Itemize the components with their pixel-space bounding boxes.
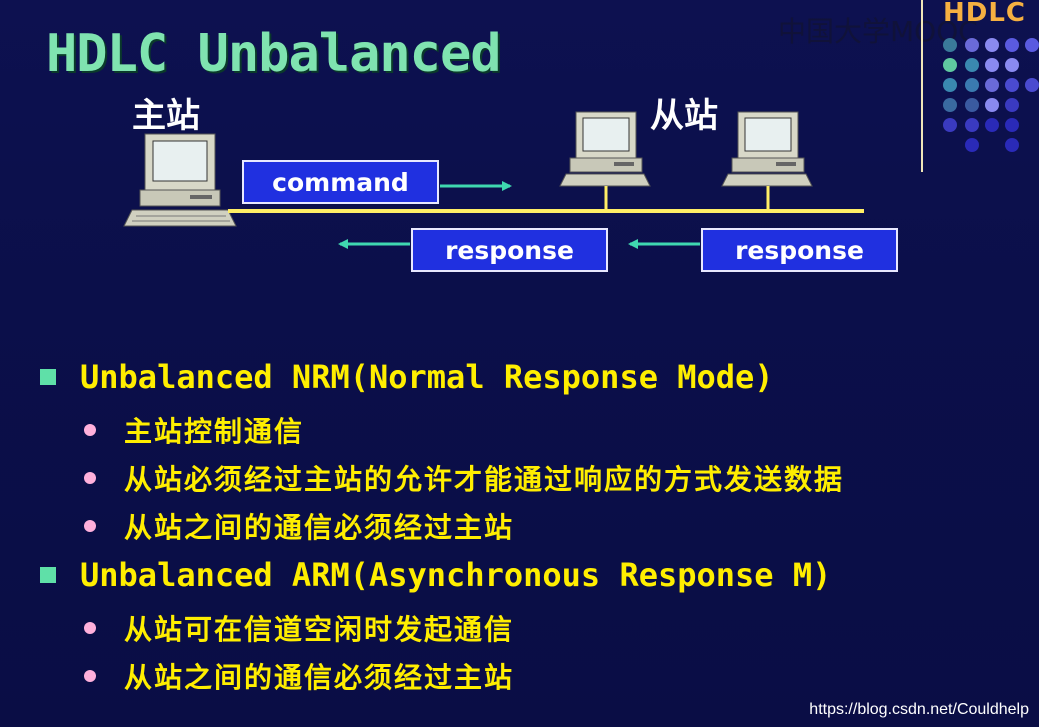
sub-bullet-text: 主站控制通信 — [124, 415, 305, 448]
sub-bullet-text: 从站可在信道空闲时发起通信 — [124, 613, 515, 646]
sub-bullet-text: 从站必须经过主站的允许才能通过响应的方式发送数据 — [124, 463, 845, 496]
primary-computer-icon — [123, 133, 237, 227]
sub-bullet: 从站必须经过主站的允许才能通过响应的方式发送数据 — [84, 458, 844, 498]
response-box-1: response — [411, 228, 608, 272]
sub-bullet: 从站可在信道空闲时发起通信 — [84, 608, 514, 648]
corner-logo: HDLC — [943, 0, 1026, 28]
command-box: command — [242, 160, 439, 204]
bullet-heading: Unbalanced NRM(Normal Response Mode) — [80, 358, 774, 396]
primary-station-label: 主站 — [132, 96, 200, 136]
bullet-heading: Unbalanced ARM(Asynchronous Response M) — [80, 556, 832, 594]
bullet-nrm: Unbalanced NRM(Normal Response Mode) — [40, 358, 774, 396]
round-bullet-icon — [84, 670, 96, 682]
bullet-arm: Unbalanced ARM(Asynchronous Response M) — [40, 556, 831, 594]
round-bullet-icon — [84, 520, 96, 532]
square-bullet-icon — [40, 567, 56, 583]
secondary-station-label: 从站 — [650, 96, 718, 136]
square-bullet-icon — [40, 369, 56, 385]
hdlc-diagram — [123, 111, 864, 249]
round-bullet-icon — [84, 472, 96, 484]
secondary-computer-2-icon — [721, 111, 813, 187]
sub-bullet: 从站之间的通信必须经过主站 — [84, 656, 514, 696]
round-bullet-icon — [84, 622, 96, 634]
secondary-computer-1-icon — [559, 111, 651, 187]
round-bullet-icon — [84, 424, 96, 436]
sub-bullet: 主站控制通信 — [84, 410, 304, 450]
response-box-2: response — [701, 228, 898, 272]
sub-bullet-text: 从站之间的通信必须经过主站 — [124, 511, 515, 544]
source-url: https://blog.csdn.net/Couldhelp — [809, 701, 1029, 718]
corner-divider — [921, 0, 923, 172]
slide-title: HDLC Unbalanced — [46, 24, 502, 84]
sub-bullet-text: 从站之间的通信必须经过主站 — [124, 661, 515, 694]
sub-bullet: 从站之间的通信必须经过主站 — [84, 506, 514, 546]
